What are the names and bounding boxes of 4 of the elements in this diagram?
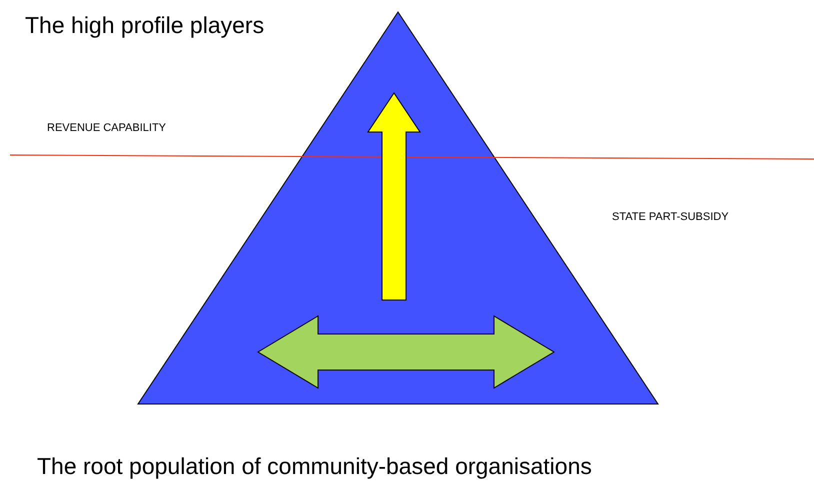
axis-label: STATE PART-SUBSIDY <box>612 210 729 225</box>
axis-label: REVENUE CAPABILITY <box>47 121 166 136</box>
footer-text: The root population of community-based organisations <box>37 452 592 481</box>
heading-text: The high profile players <box>25 11 264 40</box>
